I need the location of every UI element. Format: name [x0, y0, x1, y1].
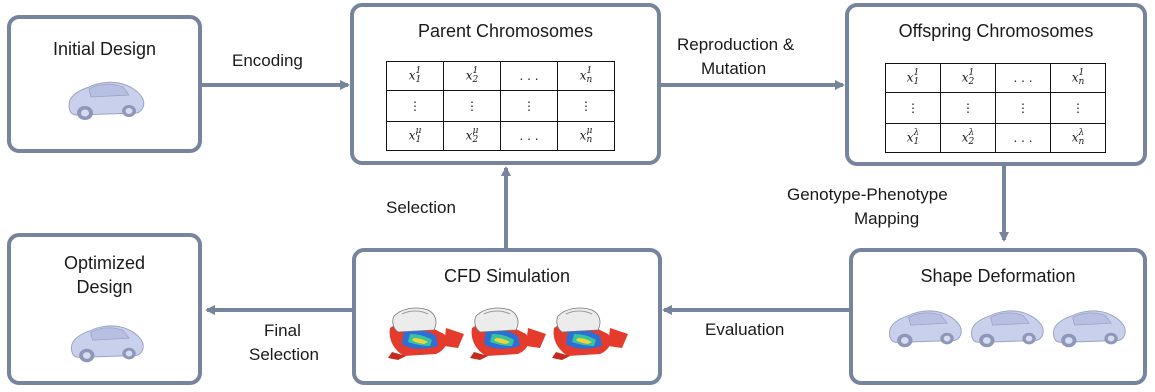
optimized-design-box: Optimized Design: [7, 233, 202, 385]
chromosome-cell: ⋮: [885, 92, 941, 124]
chromosome-row: ⋮⋮⋮⋮: [885, 92, 1106, 124]
reproduction-label-line2: Mutation: [701, 59, 767, 78]
car-icon: [883, 304, 965, 352]
genotype-label-line2: Mapping: [854, 209, 920, 228]
cfd-flow-icon: [384, 300, 470, 362]
genotype-label-line1: Genotype-Phenotype: [787, 185, 948, 204]
car-icon: [1047, 304, 1129, 352]
chromosome-cell: . . .: [995, 123, 1051, 153]
chromosome-cell: . . .: [500, 121, 558, 151]
chromosome-cell: ⋮: [1050, 92, 1106, 124]
selection-label: Selection: [386, 198, 456, 217]
initial-design-box: Initial Design: [7, 15, 202, 153]
final-selection-label-line2: Selection: [249, 345, 319, 364]
chromosome-cell: ⋮: [995, 92, 1051, 124]
chromosome-row: ⋮⋮⋮⋮: [386, 90, 615, 122]
chromosome-cell: . . .: [500, 61, 558, 91]
cfd-flow-icon: [548, 300, 634, 362]
offspring-chromosomes-title: Offspring Chromosomes: [898, 21, 1094, 41]
reproduction-label-line1: Reproduction &: [677, 35, 795, 54]
chromosome-cell: ⋮: [557, 90, 615, 122]
cfd-simulation-box: CFD Simulation: [352, 248, 662, 385]
cfd-flow-icon: [466, 300, 552, 362]
car-icon: [965, 304, 1047, 352]
chromosome-cell: ⋮: [443, 90, 501, 122]
evaluation-label: Evaluation: [705, 320, 785, 339]
shape-deformation-title: Shape Deformation: [920, 266, 1076, 286]
car-icon: [63, 75, 147, 125]
parent-chromosomes-title: Parent Chromosomes: [417, 21, 594, 41]
encoding-label: Encoding: [232, 51, 303, 70]
chromosome-cell: ⋮: [500, 90, 558, 122]
car-icon: [65, 319, 147, 367]
final-selection-label-line1: Final: [264, 321, 301, 340]
optimized-design-title-line1: Optimized: [63, 253, 146, 273]
optimized-design-title-line2: Design: [76, 277, 133, 297]
chromosome-cell: ⋮: [940, 92, 996, 124]
shape-deformation-box: Shape Deformation: [849, 248, 1147, 385]
chromosome-cell: ⋮: [386, 90, 444, 122]
cfd-simulation-title: CFD Simulation: [443, 266, 571, 286]
chromosome-cell: . . .: [995, 63, 1051, 93]
initial-design-title: Initial Design: [52, 39, 157, 59]
